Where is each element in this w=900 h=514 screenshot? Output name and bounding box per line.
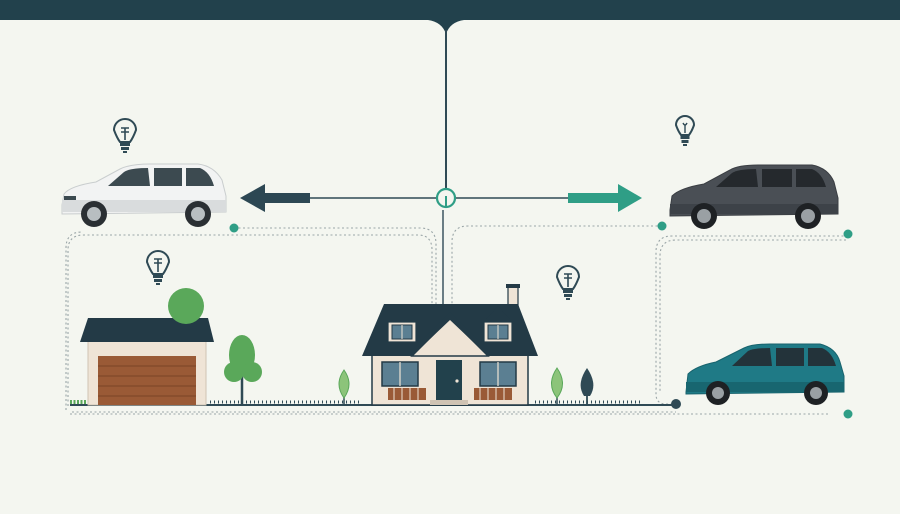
- lightbulb-icon: [145, 250, 171, 285]
- central-stem: [442, 30, 447, 305]
- tree-dark-right: [580, 368, 594, 405]
- car-white-suv: [61, 163, 227, 227]
- dot-gray-car-left: [657, 221, 667, 231]
- lightbulb-icon: [674, 115, 696, 146]
- lightbulb-icon: [112, 118, 138, 153]
- dot-ground-dark: [671, 399, 681, 409]
- dot-gray-car-right: [843, 229, 853, 239]
- arrow-left: [240, 184, 310, 212]
- car-gray-suv: [669, 164, 839, 229]
- house: [362, 284, 538, 406]
- car-teal-suv: [685, 343, 845, 405]
- hub-junction: [435, 187, 457, 209]
- tree-left: [224, 335, 262, 405]
- dotted-paths: [65, 225, 848, 415]
- shrub-left-house: [338, 369, 350, 405]
- lightbulb-icon: [555, 265, 581, 300]
- top-bar: [0, 0, 900, 34]
- dot-white-car: [229, 223, 239, 233]
- shrub-right-house: [551, 367, 563, 405]
- arrow-right: [568, 184, 642, 212]
- garage: [80, 288, 214, 406]
- bush-behind-garage: [168, 288, 204, 324]
- dot-teal-car: [843, 409, 853, 419]
- connector-dots: [229, 221, 853, 419]
